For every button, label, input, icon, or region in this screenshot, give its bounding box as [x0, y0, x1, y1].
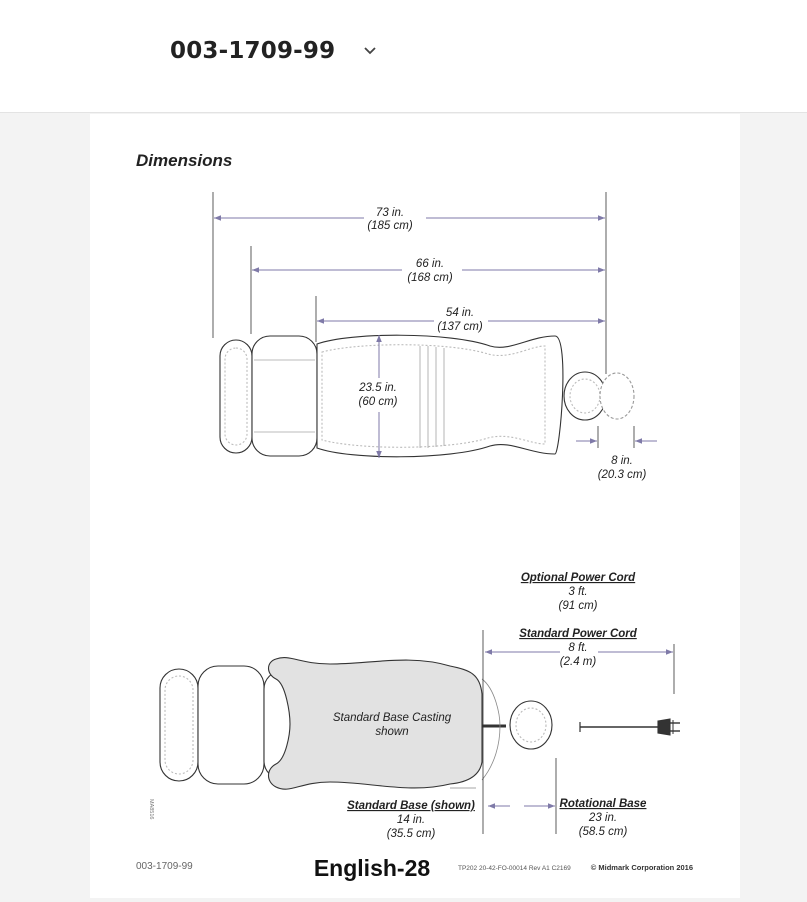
document-selector[interactable]: 003-1709-99: [170, 34, 378, 68]
document-page: Dimensions: [90, 114, 740, 898]
standard-base-in: 14 in.: [397, 814, 425, 826]
top-view-extension-lines: [212, 192, 635, 448]
rotational-base-cm: (58.5 cm): [579, 826, 628, 838]
dimensions-drawing: Dimensions: [136, 151, 693, 881]
footer-fine-print: TP202 20-42-FO-00014 Rev A1 C2169: [458, 865, 571, 872]
dim-headrest-cm: (20.3 cm): [598, 469, 647, 481]
standard-cord-m: (2.4 m): [560, 656, 597, 668]
footer-doc-number: 003-1709-99: [136, 861, 193, 872]
figure-code: MA8516: [148, 799, 154, 820]
optional-cord-ft: 3 ft.: [568, 586, 587, 598]
rotational-base-title: Rotational Base: [560, 798, 648, 810]
dim-seat-in: 54 in.: [446, 307, 474, 319]
top-view-chair: [219, 334, 635, 458]
base-view-dimension-lines: [485, 649, 673, 809]
dim-headrest-in: 8 in.: [611, 455, 633, 467]
dim-overall-cm: (185 cm): [367, 220, 413, 232]
standard-base-title: Standard Base (shown): [347, 800, 475, 812]
rotational-base-in: 23 in.: [588, 812, 617, 824]
section-heading: Dimensions: [136, 151, 232, 170]
dim-overall-in: 73 in.: [376, 207, 404, 219]
casting-label-line2: shown: [375, 726, 408, 738]
top-view-dimension-lines: [214, 215, 657, 458]
standard-cord-ft: 8 ft.: [568, 642, 587, 654]
dim-mid-cm: (168 cm): [407, 272, 453, 284]
document-id: 003-1709-99: [170, 38, 336, 64]
standard-cord-title: Standard Power Cord: [519, 628, 638, 640]
base-view-extension-lines: [450, 630, 675, 834]
optional-cord-cm: (91 cm): [559, 600, 598, 612]
footer-page-label: English-28: [314, 855, 431, 881]
footer-copyright: © Midmark Corporation 2016: [591, 863, 693, 872]
dim-seat-cm: (137 cm): [437, 321, 483, 333]
top-bar: 003-1709-99: [0, 0, 807, 113]
dim-width-in: 23.5 in.: [358, 382, 397, 394]
chevron-down-icon[interactable]: [362, 43, 378, 59]
standard-base-cm: (35.5 cm): [387, 828, 436, 840]
optional-cord-title: Optional Power Cord: [521, 572, 636, 584]
base-view-chair: [159, 657, 680, 790]
casting-label-line1: Standard Base Casting: [333, 712, 452, 724]
dim-mid-in: 66 in.: [416, 258, 444, 270]
dim-width-cm: (60 cm): [359, 396, 398, 408]
